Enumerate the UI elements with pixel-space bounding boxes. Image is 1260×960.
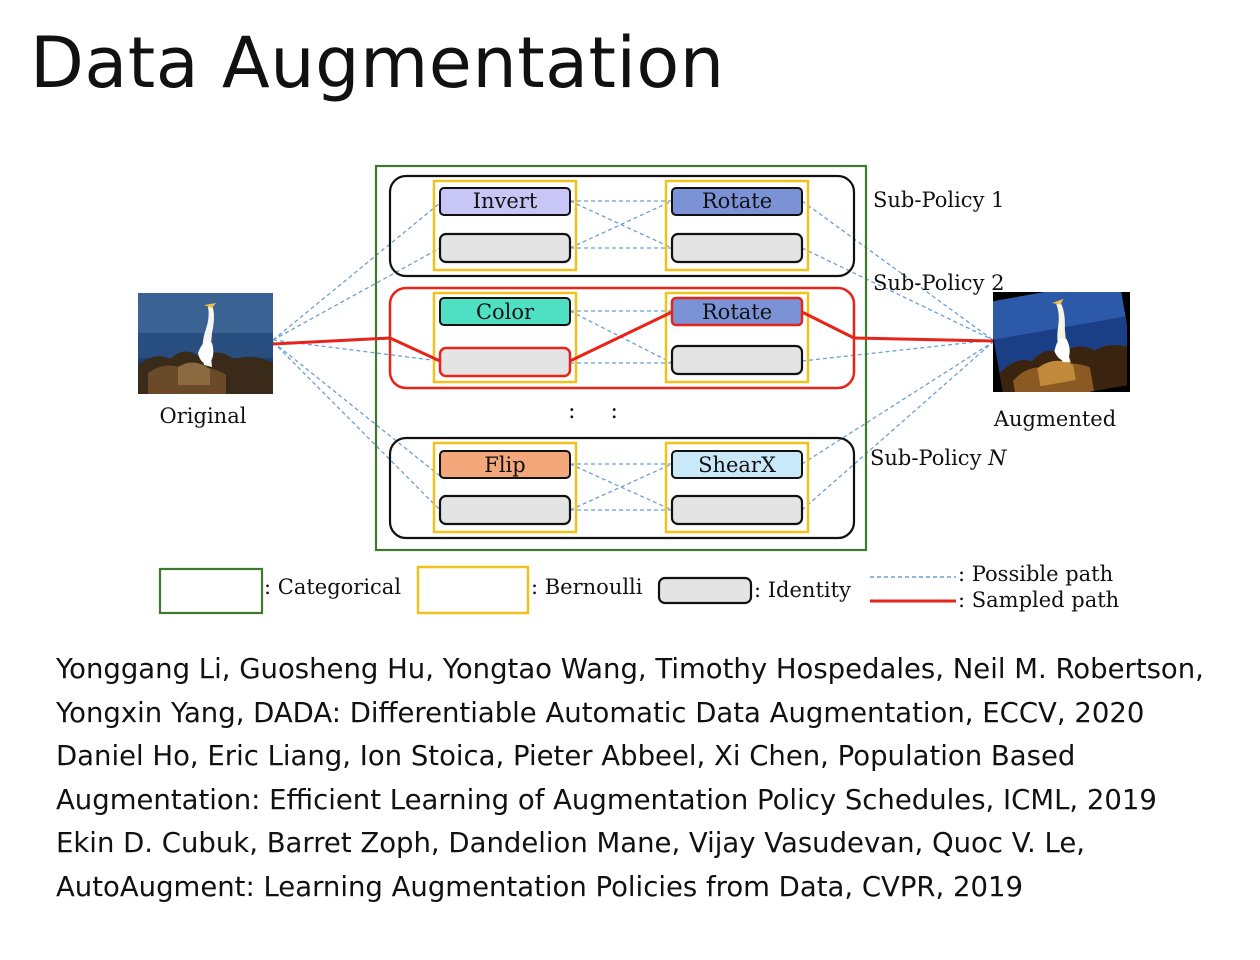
op-invert bbox=[439, 187, 571, 216]
identity-op bbox=[438, 232, 572, 264]
possible-path bbox=[272, 247, 441, 341]
identity-op bbox=[438, 494, 572, 526]
legend-categorical-swatch bbox=[158, 567, 264, 615]
identity-op-sampled bbox=[438, 346, 572, 378]
op-rotate bbox=[671, 187, 803, 216]
references: Yonggang Li, Guosheng Hu, Yongtao Wang, … bbox=[56, 648, 1246, 909]
more-policies-dots: : : bbox=[568, 399, 632, 424]
sub-policy-frame bbox=[388, 436, 856, 540]
op-flip bbox=[439, 450, 571, 479]
possible-path bbox=[569, 200, 673, 249]
sub-policy-2: Color Rotate Sub-Policy 2 bbox=[388, 271, 1004, 390]
legend-sampled-path-label: : Sampled path bbox=[958, 588, 1119, 612]
op-rotate-sampled bbox=[670, 296, 804, 327]
op-invert-label: Invert bbox=[473, 189, 538, 213]
op-flip-label: Flip bbox=[484, 453, 525, 477]
possible-path bbox=[569, 463, 673, 511]
op-rotate-label: Rotate bbox=[702, 189, 772, 213]
original-label: Original bbox=[160, 404, 247, 428]
bernoulli-box bbox=[432, 179, 578, 272]
legend-bernoulli-swatch bbox=[416, 565, 530, 615]
legend-bernoulli-label: : Bernoulli bbox=[531, 575, 643, 599]
reference-item: Daniel Ho, Eric Liang, Ion Stoica, Piete… bbox=[56, 740, 1157, 816]
sub-policy-frame bbox=[388, 174, 856, 278]
categorical-box bbox=[374, 164, 868, 552]
legend-identity-label: : Identity bbox=[754, 578, 851, 602]
possible-path bbox=[801, 339, 994, 362]
possible-path bbox=[801, 341, 994, 465]
sub-policy-1-label: Sub-Policy 1 bbox=[873, 188, 1004, 212]
possible-path bbox=[272, 341, 441, 477]
possible-path bbox=[801, 247, 994, 341]
slide-title: Data Augmentation bbox=[30, 22, 725, 104]
bernoulli-box bbox=[664, 441, 810, 534]
op-rotate-label: Rotate bbox=[702, 300, 772, 324]
op-shearx-label: ShearX bbox=[698, 453, 776, 477]
sampled-path bbox=[272, 310, 994, 363]
possible-path bbox=[272, 202, 441, 341]
sub-policy-1: Invert Rotate Sub-Policy 1 bbox=[388, 174, 1004, 278]
augmented-image bbox=[993, 292, 1130, 392]
dada-diagram: Invert Rotate Sub-Policy 1 Color Rotate … bbox=[138, 164, 1130, 615]
identity-op bbox=[670, 344, 804, 376]
original-image bbox=[138, 293, 273, 394]
sampled-path-segment bbox=[801, 310, 994, 343]
bernoulli-box bbox=[432, 291, 578, 384]
sampled-path-segment bbox=[569, 310, 673, 363]
legend-identity-swatch bbox=[657, 576, 753, 605]
possible-path bbox=[801, 341, 994, 511]
possible-paths bbox=[272, 200, 994, 511]
reference-item: Ekin D. Cubuk, Barret Zoph, Dandelion Ma… bbox=[56, 827, 1085, 903]
legend-possible-path-label: : Possible path bbox=[958, 562, 1113, 586]
legend-categorical-label: : Categorical bbox=[264, 575, 401, 599]
possible-path bbox=[272, 341, 441, 511]
bernoulli-box bbox=[664, 179, 810, 272]
bernoulli-box bbox=[664, 291, 810, 384]
reference-item: Yonggang Li, Guosheng Hu, Yongtao Wang, … bbox=[56, 653, 1204, 729]
identity-op bbox=[670, 494, 804, 526]
possible-path bbox=[569, 463, 673, 511]
sampled-path-segment bbox=[272, 336, 441, 363]
sub-policy-2-label: Sub-Policy 2 bbox=[873, 271, 1004, 295]
op-color bbox=[439, 297, 571, 326]
op-color-label: Color bbox=[476, 300, 535, 324]
bernoulli-box bbox=[432, 441, 578, 534]
op-shearx bbox=[671, 450, 803, 479]
possible-path bbox=[801, 200, 994, 341]
sub-policy-n-label: Sub-Policy N bbox=[870, 446, 1007, 470]
legend: : Categorical : Bernoulli : Identity : P… bbox=[158, 562, 1119, 615]
augmented-label: Augmented bbox=[993, 407, 1116, 431]
identity-op bbox=[670, 232, 804, 264]
sub-policy-n: Flip ShearX Sub-Policy N bbox=[388, 436, 1007, 540]
